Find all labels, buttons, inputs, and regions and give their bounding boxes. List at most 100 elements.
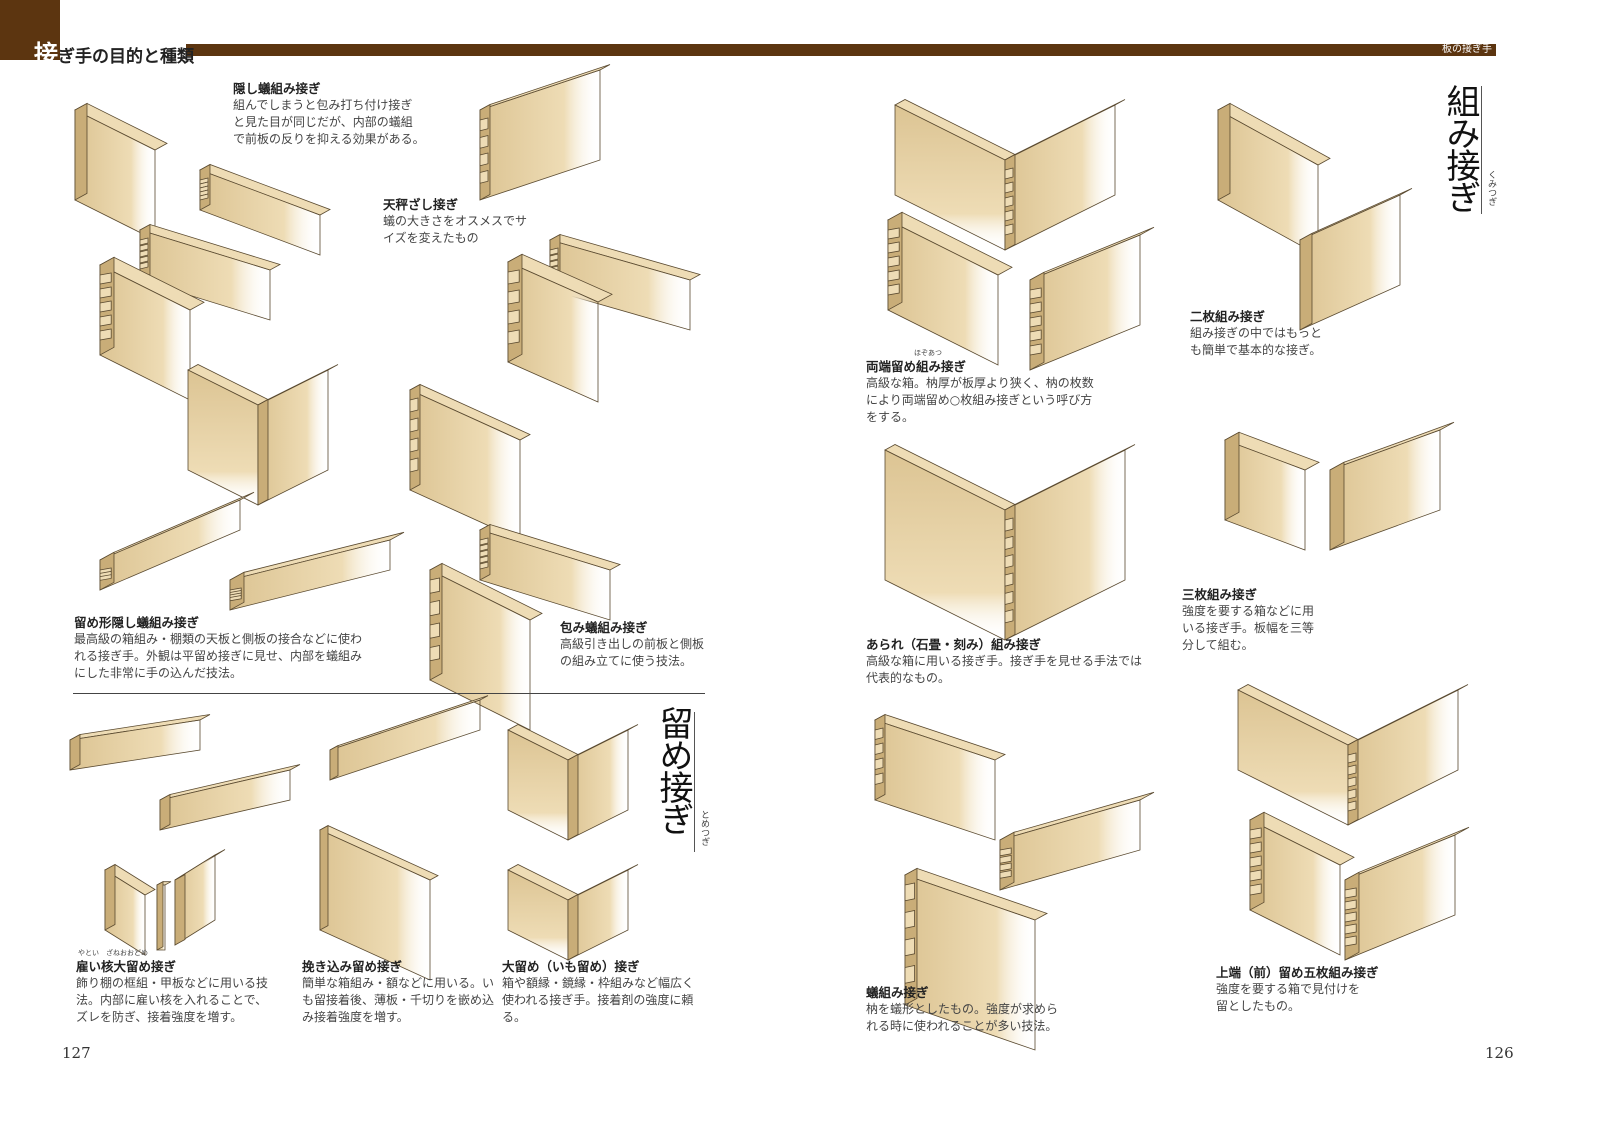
joint-pin bbox=[429, 600, 441, 617]
joint-pin bbox=[549, 259, 559, 268]
caption-title: 隠し蟻組み接ぎ bbox=[233, 81, 321, 96]
joint-pin bbox=[479, 561, 489, 570]
joint-pin bbox=[1347, 776, 1357, 788]
joint-pin bbox=[887, 241, 900, 254]
caption-line: 最高級の箱組み・棚類の天板と側板の接合などに使わ bbox=[74, 632, 363, 646]
caption: 上端（前）留め五枚組み接ぎ強度を要する箱で見付けを留としたもの。 bbox=[1216, 964, 1379, 1015]
joint-pin bbox=[999, 870, 1012, 879]
section-title-kumi: 組み接ぎ bbox=[1440, 84, 1480, 212]
joint-pin bbox=[199, 193, 209, 201]
caption-line: れる時に使われることが多い技法。 bbox=[866, 1019, 1058, 1033]
joint-pin bbox=[479, 117, 489, 132]
board-end-grain bbox=[69, 733, 81, 771]
section-title-rule bbox=[1481, 86, 1482, 214]
page-number-right: 126 bbox=[1485, 1044, 1514, 1062]
joint-pin bbox=[999, 855, 1012, 864]
joint-pin bbox=[479, 134, 489, 149]
section-reading-kumi: くみつぎ bbox=[1486, 170, 1496, 206]
joint-pin bbox=[479, 543, 489, 552]
board-end-grain bbox=[156, 881, 164, 951]
page-title: 接ぎ手の目的と種類 bbox=[34, 34, 194, 69]
caption-title: 挽き込み留め接ぎ bbox=[302, 959, 403, 974]
joint-pin bbox=[507, 309, 520, 325]
joint-pin bbox=[1249, 883, 1262, 896]
joint-pin bbox=[874, 772, 884, 786]
joint-pin bbox=[874, 727, 884, 741]
caption-line: と見た目が同じだが、内部の蟻組 bbox=[233, 115, 413, 129]
caption-title: 蟻組み接ぎ bbox=[866, 985, 929, 1000]
joint-pin bbox=[409, 457, 419, 473]
joint-pin bbox=[429, 622, 441, 639]
title-initial: 接 bbox=[34, 40, 58, 68]
page-number-left: 127 bbox=[62, 1044, 91, 1062]
joint-pin bbox=[887, 283, 900, 296]
joint-pin bbox=[1249, 827, 1262, 840]
joint-pin bbox=[904, 937, 915, 957]
board-end-grain bbox=[1224, 431, 1240, 521]
board-end-grain bbox=[1217, 102, 1231, 201]
caption-line: 使われる接ぎ手。接着剤の強度に頼 bbox=[502, 993, 694, 1007]
joint-pin bbox=[1029, 329, 1042, 342]
joint-pin bbox=[549, 253, 559, 262]
board-end-grain bbox=[104, 863, 116, 931]
joint-pin bbox=[139, 261, 149, 270]
caption-line: イズを変えたもの bbox=[383, 231, 479, 245]
joint-pin bbox=[507, 289, 520, 305]
board-face bbox=[1347, 689, 1459, 826]
caption-line: にした非常に手の込んだ技法。 bbox=[74, 666, 243, 680]
joint-pin bbox=[549, 247, 559, 256]
caption: ほぞあつ両端留め組み接ぎ高級な箱。枘厚が板厚より狭く、枘の枚数により両端留め○枚… bbox=[866, 349, 1094, 426]
title-text: ぎ手の目的と種類 bbox=[58, 47, 194, 67]
caption-line: ズレを防ぎ、接着強度を増す。 bbox=[76, 1010, 243, 1024]
caption-title: あられ（石畳・刻み）組み接ぎ bbox=[866, 637, 1042, 652]
joint-pin bbox=[1347, 800, 1357, 812]
joint-pin bbox=[507, 329, 520, 345]
joint-pin bbox=[1344, 899, 1357, 911]
caption-line: 蟻の大きさをオスメスでサ bbox=[383, 214, 528, 228]
board-face bbox=[229, 539, 391, 611]
joint-pin bbox=[99, 328, 112, 341]
joint-pin bbox=[429, 577, 441, 594]
joint-pin bbox=[999, 847, 1012, 857]
joint-pin bbox=[1344, 911, 1357, 923]
joint-pin bbox=[1249, 855, 1262, 868]
joint-pin bbox=[887, 227, 900, 240]
caption-ruby: やとい ざねおおどめ bbox=[78, 949, 148, 957]
board-end-grain bbox=[1329, 461, 1345, 551]
board-face bbox=[1344, 834, 1456, 961]
joint-pin bbox=[479, 549, 489, 558]
board-face bbox=[1004, 104, 1116, 251]
joint-pin bbox=[479, 555, 489, 564]
board-end-grain bbox=[567, 753, 579, 841]
caption: 天秤ざし接ぎ蟻の大きさをオスメスでサイズを変えたもの bbox=[383, 196, 527, 247]
joint-pin bbox=[429, 645, 441, 662]
board-end-grain bbox=[329, 744, 339, 781]
joint-pin bbox=[139, 255, 149, 264]
joint-pin bbox=[874, 742, 884, 756]
joint-pin bbox=[507, 269, 520, 285]
caption: 挽き込み留め接ぎ簡単な箱組み・額などに用いる。いも留接着後、薄板・千切りを嵌め込… bbox=[302, 958, 494, 1026]
caption: 二枚組み接ぎ組み接ぎの中ではもっとも簡単で基本的な接ぎ。 bbox=[1190, 308, 1322, 359]
caption-line: も簡単で基本的な接ぎ。 bbox=[1190, 343, 1322, 357]
board-end-grain bbox=[159, 793, 171, 831]
caption-line: も留接着後、薄板・千切りを嵌め込 bbox=[302, 993, 495, 1007]
caption-line: の組み立てに使う技法。 bbox=[560, 654, 693, 668]
joint-pin bbox=[887, 255, 900, 268]
caption-line: 組んでしまうと包み打ち付け接ぎ bbox=[233, 98, 413, 112]
joint-pin bbox=[1004, 554, 1014, 569]
joint-pin bbox=[1344, 935, 1357, 947]
caption-line: 飾り棚の框組・甲板などに用いる技 bbox=[76, 976, 269, 990]
caption-line: により両端留め○枚組み接ぎという呼び方 bbox=[866, 393, 1093, 407]
caption-line: いる接ぎ手。板幅を三等 bbox=[1182, 621, 1315, 635]
caption-line: 強度を要する箱で見付けを bbox=[1216, 982, 1361, 996]
section-title-rule bbox=[694, 712, 695, 852]
joint-pin bbox=[1347, 788, 1357, 800]
section-label: 板の接ぎ手 bbox=[1442, 44, 1492, 55]
joint-pin bbox=[409, 397, 419, 413]
joint-pin bbox=[1029, 343, 1042, 356]
joint-pin bbox=[99, 314, 112, 327]
caption-title: 天秤ざし接ぎ bbox=[383, 197, 459, 212]
section-reading-tome: とめつぎ bbox=[699, 810, 709, 846]
joint-pin bbox=[229, 595, 242, 602]
